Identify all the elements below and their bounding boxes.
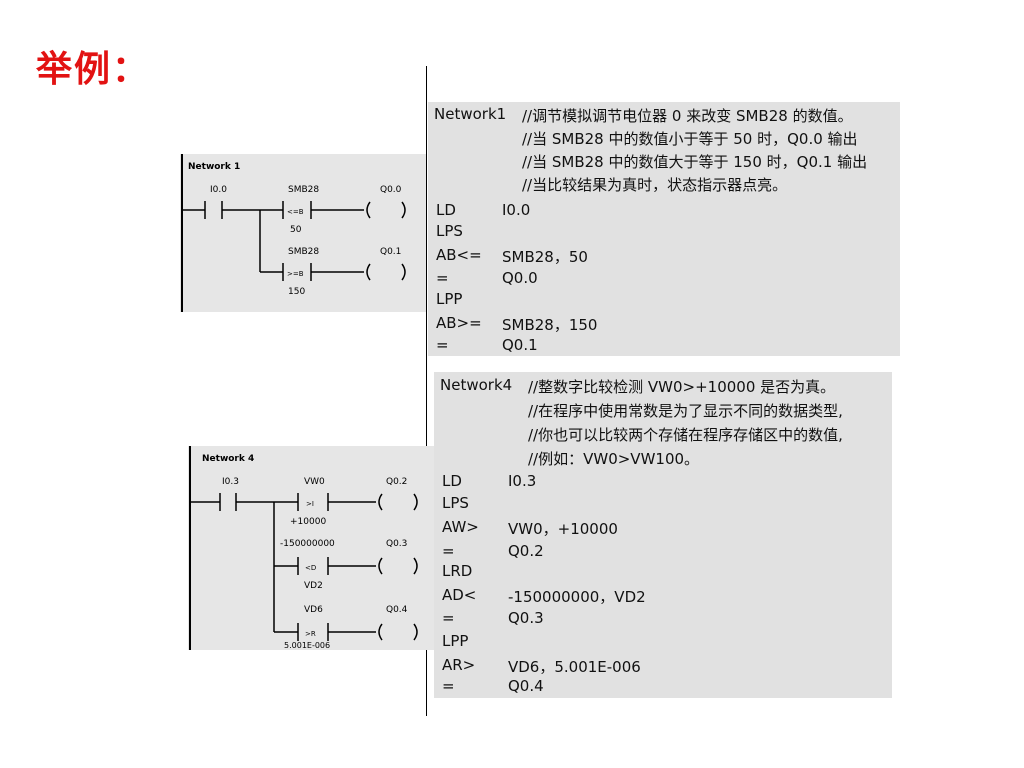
network-1-comment: //当 SMB28 中的数值小于等于 50 时，Q0.0 输出	[522, 130, 858, 148]
ladder-1-rung2-coil	[366, 263, 371, 281]
ladder-4-rung1-operand: VW0	[304, 477, 325, 487]
ladder-4-rung1-compare-op: >I	[306, 500, 314, 508]
mnemonic: AW>	[442, 518, 479, 536]
mnemonic: LD	[436, 201, 456, 219]
ladder-network-4-diagram: Network 4 I0.3 VW0 >I +10000 Q0.2 -15000…	[189, 446, 418, 650]
operand: Q0.2	[508, 542, 544, 560]
ladder-4-rung2-value: VD2	[304, 581, 323, 591]
ladder-1-contact-label: I0.0	[210, 185, 227, 195]
network-1-comment: //调节模拟调节电位器 0 来改变 SMB28 的数值。	[522, 107, 853, 125]
mnemonic: =	[436, 269, 449, 287]
operand: Q0.1	[502, 336, 538, 354]
network-4-comment: //在程序中使用常数是为了显示不同的数据类型,	[528, 402, 843, 420]
operand: Q0.0	[502, 269, 538, 287]
operand: I0.0	[502, 201, 531, 219]
mnemonic: =	[436, 336, 449, 354]
ladder-4-rung3-operand: VD6	[304, 605, 323, 615]
network-4-label: Network4	[440, 376, 513, 394]
page-title: 举例：	[36, 48, 151, 90]
ladder-4-rung3-value: 5.001E-006	[284, 641, 330, 650]
ladder-4-rung3-coil-label: Q0.4	[386, 605, 408, 615]
ladder-4-rung2-coil	[378, 557, 383, 575]
mnemonic: LPS	[442, 494, 469, 512]
ladder-4-rung2-compare-op: <D	[305, 564, 316, 572]
network-1-label: Network1	[434, 105, 507, 123]
mnemonic: LRD	[442, 562, 473, 580]
ladder-1-rung1-coil-label: Q0.0	[380, 185, 402, 195]
ladder-1-rung2-value: 150	[288, 287, 305, 297]
ladder-network-4: Network 4 I0.3 VW0 >I +10000 Q0.2 -15000…	[188, 446, 434, 650]
network-4-comment: //整数字比较检测 VW0>+10000 是否为真。	[528, 378, 836, 396]
ladder-1-rung2-compare-op: >=B	[287, 270, 304, 278]
ladder-4-rung2-operand: -150000000	[280, 539, 335, 549]
mnemonic: LPP	[436, 290, 463, 308]
ladder-network-1-diagram: Network 1 I0.0 SMB28 <=B 50 Q0.0 SMB28 >…	[181, 154, 406, 312]
mnemonic: =	[442, 542, 455, 560]
operand: Q0.4	[508, 677, 544, 695]
ladder-network-1: Network 1 I0.0 SMB28 <=B 50 Q0.0 SMB28 >…	[180, 154, 426, 312]
ladder-1-rung2-operand: SMB28	[288, 247, 319, 257]
ladder-1-rung1-value: 50	[290, 225, 302, 235]
operand: SMB28，150	[502, 316, 598, 334]
ladder-1-rung1-compare-op: <=B	[287, 208, 304, 216]
mnemonic: AB>=	[436, 314, 482, 332]
mnemonic: LPS	[436, 222, 463, 240]
ladder-4-rung3-compare-op: >R	[305, 630, 316, 638]
operand: VD6，5.001E-006	[508, 658, 641, 676]
statement-list-network-4: Network4 //整数字比较检测 VW0>+10000 是否为真。 //在程…	[434, 372, 892, 698]
operand: SMB28，50	[502, 248, 588, 266]
ladder-4-contact-label: I0.3	[222, 477, 239, 487]
operand: -150000000，VD2	[508, 588, 646, 606]
mnemonic: LD	[442, 472, 462, 490]
operand: VW0，+10000	[508, 520, 618, 538]
ladder-1-rung2-coil-label: Q0.1	[380, 247, 401, 257]
divider-line	[426, 66, 427, 716]
statement-list-network-1: Network1 //调节模拟调节电位器 0 来改变 SMB28 的数值。 //…	[428, 102, 900, 356]
network-1-comment: //当比较结果为真时，状态指示器点亮。	[522, 176, 788, 194]
ladder-1-rung1-coil	[366, 201, 371, 219]
network-1-comment: //当 SMB28 中的数值大于等于 150 时，Q0.1 输出	[522, 153, 868, 171]
network-4-comment: //你也可以比较两个存储在程序存储区中的数值,	[528, 426, 843, 444]
ladder-4-rung1-coil	[378, 493, 383, 511]
mnemonic: AB<=	[436, 246, 482, 264]
mnemonic: LPP	[442, 632, 469, 650]
operand: Q0.3	[508, 609, 544, 627]
ladder-4-rung2-coil-label: Q0.3	[386, 539, 407, 549]
mnemonic: =	[442, 677, 455, 695]
ladder-4-rung3-coil	[378, 623, 383, 641]
network-4-comment: //例如：VW0>VW100。	[528, 450, 700, 468]
mnemonic: AR>	[442, 656, 476, 674]
mnemonic: =	[442, 609, 455, 627]
ladder-4-rung1-value: +10000	[290, 517, 326, 527]
ladder-network-1-header: Network 1	[188, 162, 240, 172]
mnemonic: AD<	[442, 586, 477, 604]
operand: I0.3	[508, 472, 537, 490]
ladder-4-rung1-coil-label: Q0.2	[386, 477, 407, 487]
ladder-1-rung1-operand: SMB28	[288, 185, 319, 195]
ladder-network-4-header: Network 4	[202, 454, 254, 464]
